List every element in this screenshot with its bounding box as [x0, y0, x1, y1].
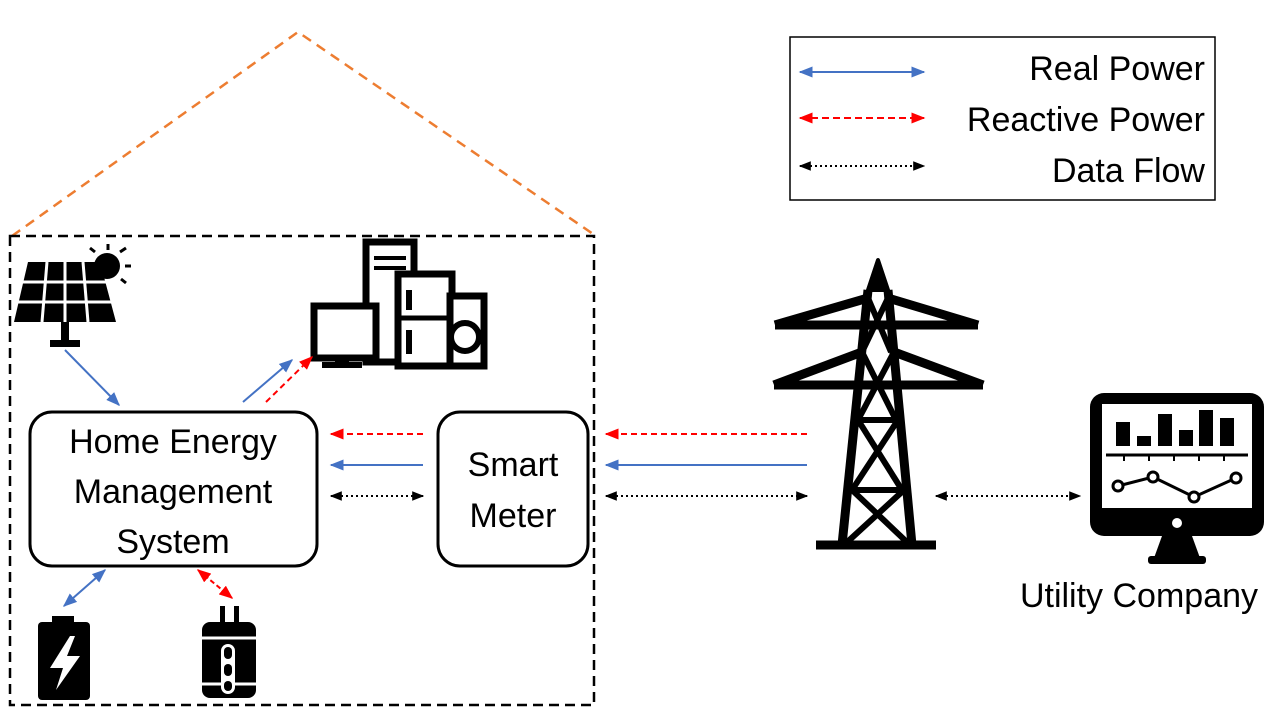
capacitor-icon — [202, 606, 256, 698]
house-roof — [11, 30, 597, 238]
hems-label-line2: Management — [74, 473, 273, 511]
hems-box: Home Energy Management System — [28, 410, 319, 568]
transmission-tower-icon — [772, 258, 985, 550]
hems-label-line1: Home Energy — [69, 423, 277, 461]
monitor-chart-icon — [1090, 393, 1264, 564]
arrow-hems-to-appliances-real — [242, 359, 294, 403]
legend: Real Power Reactive Power Data Flow — [789, 36, 1216, 201]
smart-meter-box: Smart Meter — [436, 410, 590, 568]
appliances-icon — [310, 238, 488, 370]
arrow-battery-hems — [62, 569, 107, 607]
legend-reactive-power-label: Reactive Power — [967, 101, 1205, 139]
battery-icon — [38, 616, 90, 700]
utility-company-label: Utility Company — [1020, 577, 1258, 615]
arrow-hems-to-appliances-reactive — [265, 356, 314, 403]
house-boundary — [8, 234, 596, 707]
solar-panel-icon — [14, 244, 131, 347]
legend-real-power-label: Real Power — [1029, 50, 1205, 88]
hems-label-line3: System — [116, 523, 229, 561]
arrow-capacitor-hems — [196, 569, 234, 599]
smart-meter-label-line2: Meter — [470, 497, 557, 535]
legend-data-flow-label: Data Flow — [1052, 152, 1205, 190]
arrow-solar-to-hems — [64, 349, 120, 406]
smart-meter-label-line1: Smart — [468, 446, 559, 484]
